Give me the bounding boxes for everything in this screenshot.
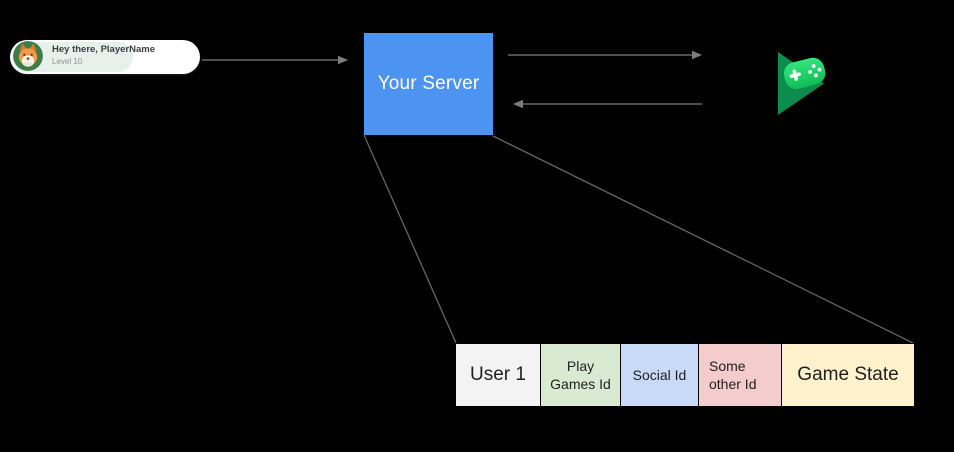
cell-label: Games Id	[550, 376, 611, 392]
connector-server-to-table-left	[363, 134, 457, 344]
user-record-table: User 1 Play Games Id Social Id Some othe…	[455, 343, 915, 407]
cell-label: User 1	[470, 364, 526, 385]
table-cell-game-state: Game State	[781, 344, 914, 406]
arrow-card-to-server	[202, 55, 348, 65]
table-cell-user1: User 1	[456, 344, 540, 406]
player-card-texts: Hey there, PlayerName Level 10	[52, 44, 202, 67]
server-box: Your Server	[364, 33, 493, 135]
arrow-server-to-playgames	[508, 50, 702, 60]
google-play-games-icon	[778, 52, 826, 115]
player-avatar	[13, 41, 43, 71]
play-games-logo	[775, 46, 829, 118]
arrow-playgames-to-server	[513, 99, 702, 109]
player-card: Hey there, PlayerName Level 10	[10, 40, 200, 74]
server-label: Your Server	[377, 73, 480, 94]
player-greeting: Hey there, PlayerName	[52, 44, 155, 55]
fox-avatar-icon	[13, 41, 43, 71]
cell-label: Game State	[797, 364, 899, 385]
gamepad-icon	[783, 57, 826, 89]
player-level: Level 10	[52, 57, 83, 66]
table-cell-some-other-id: Some other Id	[698, 344, 781, 406]
cell-label: other Id	[709, 376, 757, 392]
connector-server-to-table-right	[492, 135, 914, 344]
table-cell-play-games-id: Play Games Id	[540, 344, 620, 406]
cell-label: Play	[566, 358, 595, 374]
cell-label: Some	[709, 358, 746, 374]
table-cell-social-id: Social Id	[620, 344, 698, 406]
cell-label: Social Id	[632, 367, 687, 383]
